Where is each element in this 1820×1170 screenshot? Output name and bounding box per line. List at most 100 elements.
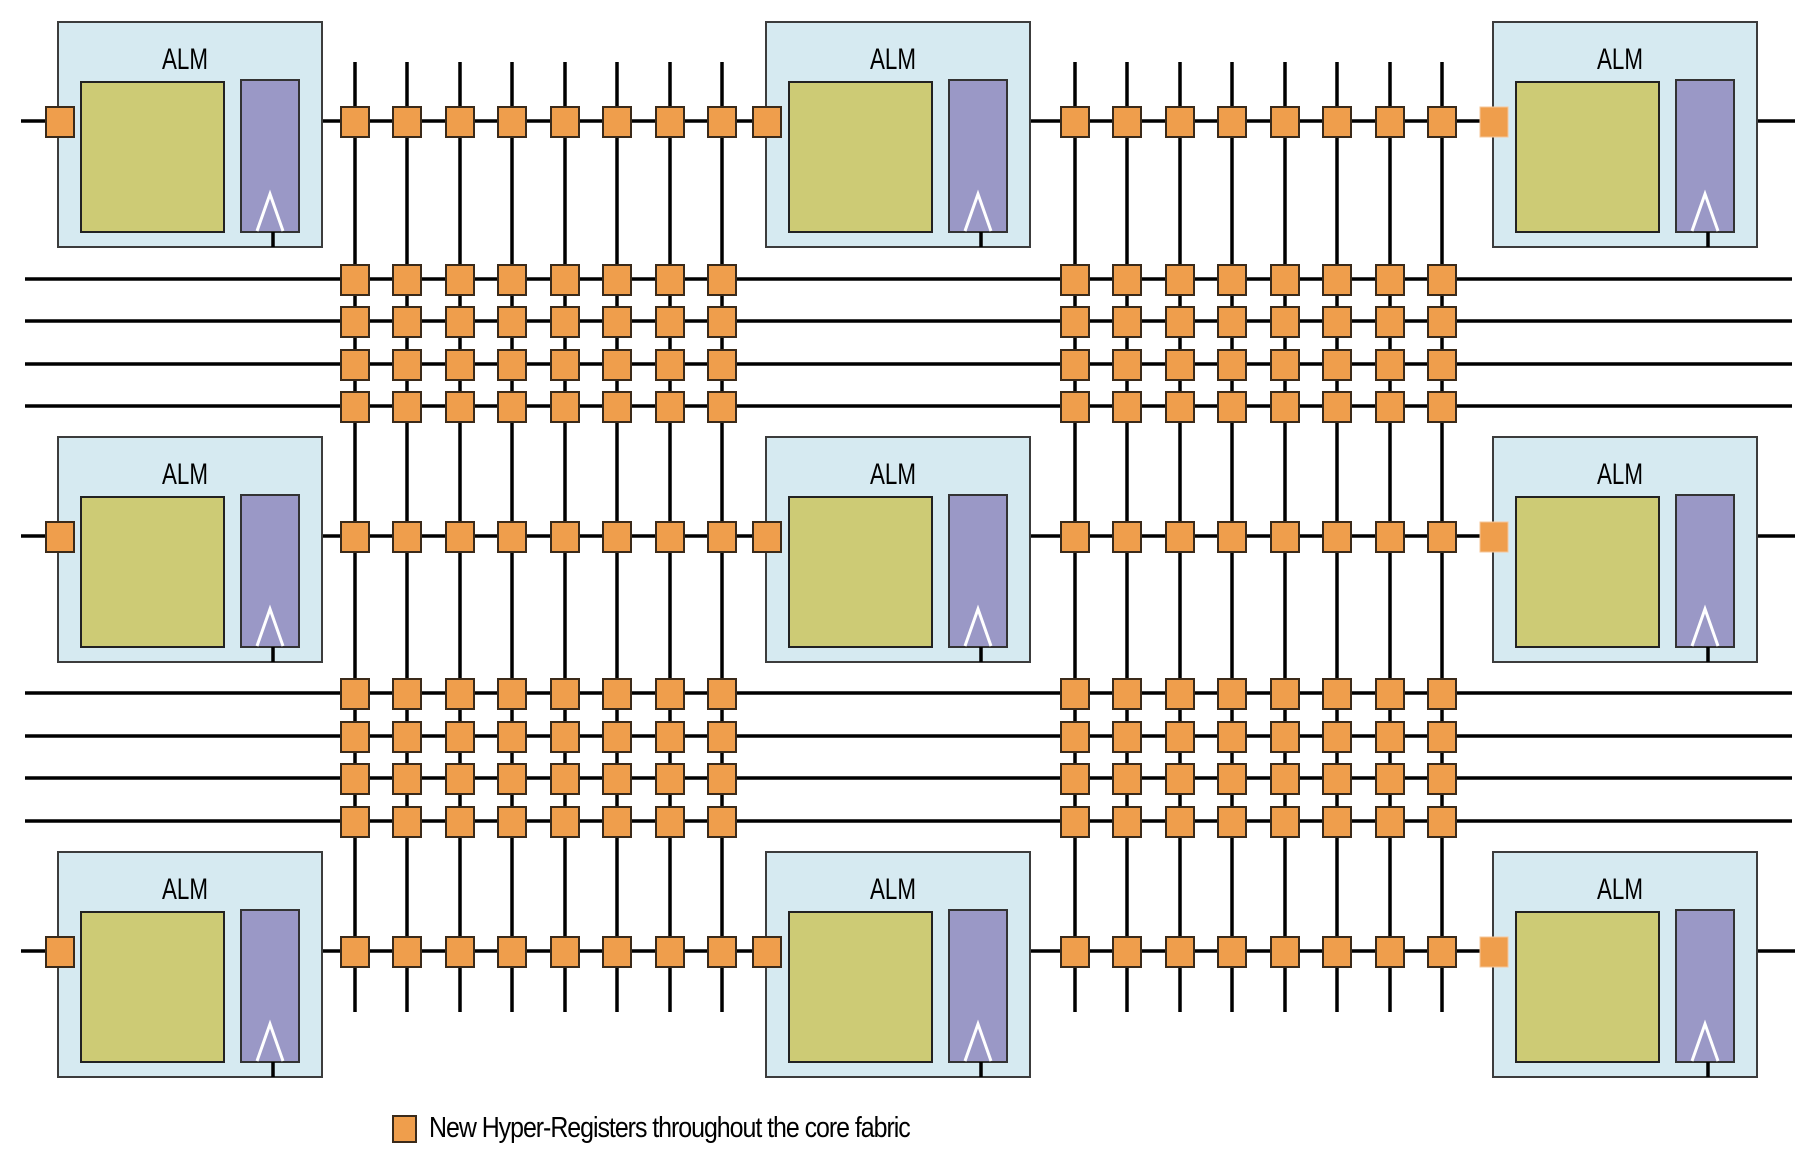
hyper-register: [1217, 936, 1247, 968]
hyper-register: [340, 349, 370, 381]
hyper-register: [340, 721, 370, 753]
hyper-register: [1060, 678, 1090, 710]
hyper-register: [445, 763, 475, 795]
alm-input-hyper-register: [752, 936, 782, 968]
logic-block: [788, 81, 933, 233]
hyper-register: [1427, 349, 1457, 381]
logic-block: [80, 81, 225, 233]
hyper-register: [497, 936, 527, 968]
hyper-register: [1165, 763, 1195, 795]
hyper-register: [1270, 264, 1300, 296]
hyper-register: [1112, 106, 1142, 138]
clock-edge-icon: [255, 189, 285, 232]
clock-edge-icon: [1690, 189, 1720, 232]
hyper-register: [1270, 391, 1300, 423]
hyper-register: [340, 391, 370, 423]
hyper-register: [1060, 763, 1090, 795]
hyper-register: [497, 349, 527, 381]
hyper-register: [1427, 763, 1457, 795]
hyper-register: [550, 806, 580, 838]
hyper-register: [1165, 264, 1195, 296]
hyper-register: [1270, 936, 1300, 968]
clock-edge-icon: [963, 604, 993, 647]
hyper-register: [1270, 806, 1300, 838]
hyper-register: [1060, 106, 1090, 138]
hyper-register: [707, 521, 737, 553]
hyper-register: [550, 678, 580, 710]
flip-flop-block: [240, 79, 300, 233]
hyper-register: [445, 349, 475, 381]
logic-block: [80, 496, 225, 648]
hyper-register: [1270, 306, 1300, 338]
hyper-register: [340, 678, 370, 710]
alm-block: ALM: [765, 851, 1031, 1078]
hyper-register: [655, 936, 685, 968]
logic-block: [80, 911, 225, 1063]
hyper-register: [1217, 306, 1247, 338]
hyper-register: [550, 106, 580, 138]
hyper-register: [1217, 106, 1247, 138]
hyper-register: [1060, 349, 1090, 381]
hyper-register: [1322, 306, 1352, 338]
hyper-register: [1427, 106, 1457, 138]
logic-block: [1515, 496, 1660, 648]
hyper-register: [497, 521, 527, 553]
hyper-register: [497, 264, 527, 296]
hyper-register: [340, 806, 370, 838]
hyper-register: [1217, 763, 1247, 795]
flip-flop-block: [948, 909, 1008, 1063]
alm-label: ALM: [870, 873, 916, 906]
hyper-register: [602, 391, 632, 423]
hyper-register: [1375, 306, 1405, 338]
hyper-register: [1060, 806, 1090, 838]
hyper-register: [707, 721, 737, 753]
hyper-register: [550, 349, 580, 381]
logic-block: [1515, 911, 1660, 1063]
hyper-register: [1060, 391, 1090, 423]
hyper-register: [1322, 763, 1352, 795]
hyper-register: [1112, 806, 1142, 838]
hyper-register: [1060, 721, 1090, 753]
hyper-register: [1165, 106, 1195, 138]
hyper-register: [340, 106, 370, 138]
hyper-register: [1112, 391, 1142, 423]
hyper-register: [550, 391, 580, 423]
clock-edge-icon: [255, 604, 285, 647]
hyper-register: [1375, 678, 1405, 710]
hyper-register: [1322, 106, 1352, 138]
hyper-register: [392, 349, 422, 381]
hyper-register: [655, 349, 685, 381]
hyper-register: [392, 936, 422, 968]
flip-flop-block: [1675, 909, 1735, 1063]
hyper-register: [497, 763, 527, 795]
hyper-register: [1217, 721, 1247, 753]
clock-edge-icon: [963, 1019, 993, 1062]
hyper-register: [497, 306, 527, 338]
hyper-register: [392, 391, 422, 423]
hyper-register: [1375, 391, 1405, 423]
hyper-register: [445, 521, 475, 553]
hyper-register: [445, 264, 475, 296]
alm-label: ALM: [1597, 43, 1643, 76]
hyper-register: [392, 306, 422, 338]
flip-flop-block: [948, 79, 1008, 233]
hyper-register: [1375, 763, 1405, 795]
hyper-register: [707, 106, 737, 138]
hyper-register: [1060, 936, 1090, 968]
hyper-register: [1270, 721, 1300, 753]
alm-block: ALM: [765, 436, 1031, 663]
hyper-register: [497, 806, 527, 838]
hyper-register: [1375, 264, 1405, 296]
alm-label: ALM: [162, 43, 208, 76]
hyper-register: [1375, 106, 1405, 138]
alm-input-hyper-register: [45, 936, 75, 968]
hyper-register: [1112, 678, 1142, 710]
hyper-register: [445, 678, 475, 710]
hyper-register: [1217, 349, 1247, 381]
alm-input-hyper-register: [45, 106, 75, 138]
hyper-register: [497, 678, 527, 710]
hyper-register: [1427, 678, 1457, 710]
alm-block: ALM: [765, 21, 1031, 248]
alm-label: ALM: [1597, 873, 1643, 906]
hyper-register: [655, 264, 685, 296]
